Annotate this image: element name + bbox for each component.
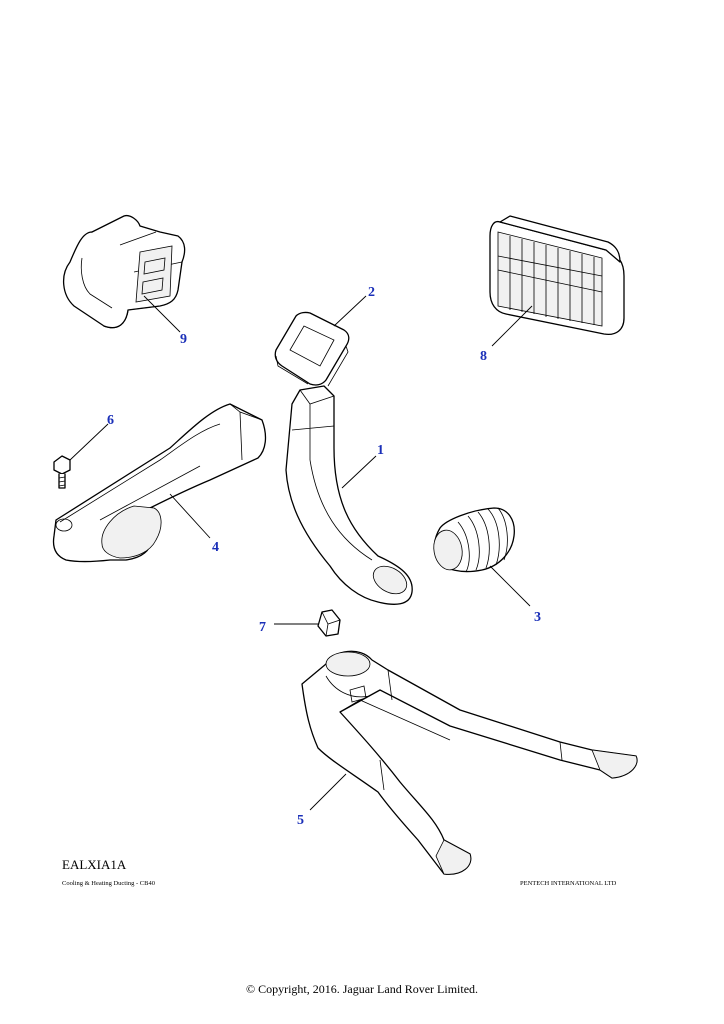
callout-1: 1 xyxy=(377,443,384,458)
part-2-seal xyxy=(274,311,350,387)
leader-5 xyxy=(309,773,347,811)
part-7-clip xyxy=(317,609,341,637)
part-4-duct xyxy=(52,403,267,563)
diagram-caption: Cooling & Heating Ducting - CB40 xyxy=(62,880,155,887)
part-9-duct-adaptor xyxy=(63,214,186,329)
callout-3: 3 xyxy=(534,610,541,625)
callout-8: 8 xyxy=(480,349,487,364)
callout-2: 2 xyxy=(368,285,375,300)
leader-9 xyxy=(143,295,181,333)
callout-9: 9 xyxy=(180,332,187,347)
leader-lines xyxy=(69,295,533,811)
callout-7: 7 xyxy=(259,620,266,635)
part-8-vent-grille xyxy=(489,215,625,336)
leader-3 xyxy=(489,565,531,607)
leader-6 xyxy=(69,423,109,461)
part-3-bellows-hose xyxy=(433,507,515,573)
leader-1 xyxy=(341,455,377,489)
vendor-name: PENTECH INTERNATIONAL LTD xyxy=(520,880,617,887)
leader-8 xyxy=(491,305,533,347)
callouts: 1 2 3 4 5 6 7 8 9 xyxy=(107,285,541,828)
part-1-bent-duct xyxy=(285,385,413,605)
part-6-bolt xyxy=(53,455,71,489)
copyright-notice: © Copyright, 2016. Jaguar Land Rover Lim… xyxy=(245,982,479,996)
callout-4: 4 xyxy=(212,540,219,555)
callout-5: 5 xyxy=(297,813,304,828)
leader-4 xyxy=(169,493,211,539)
diagram-code: EALXIA1A xyxy=(62,857,127,872)
callout-6: 6 xyxy=(107,413,114,428)
part-5-distribution-duct xyxy=(301,650,638,875)
leader-2 xyxy=(333,295,367,327)
